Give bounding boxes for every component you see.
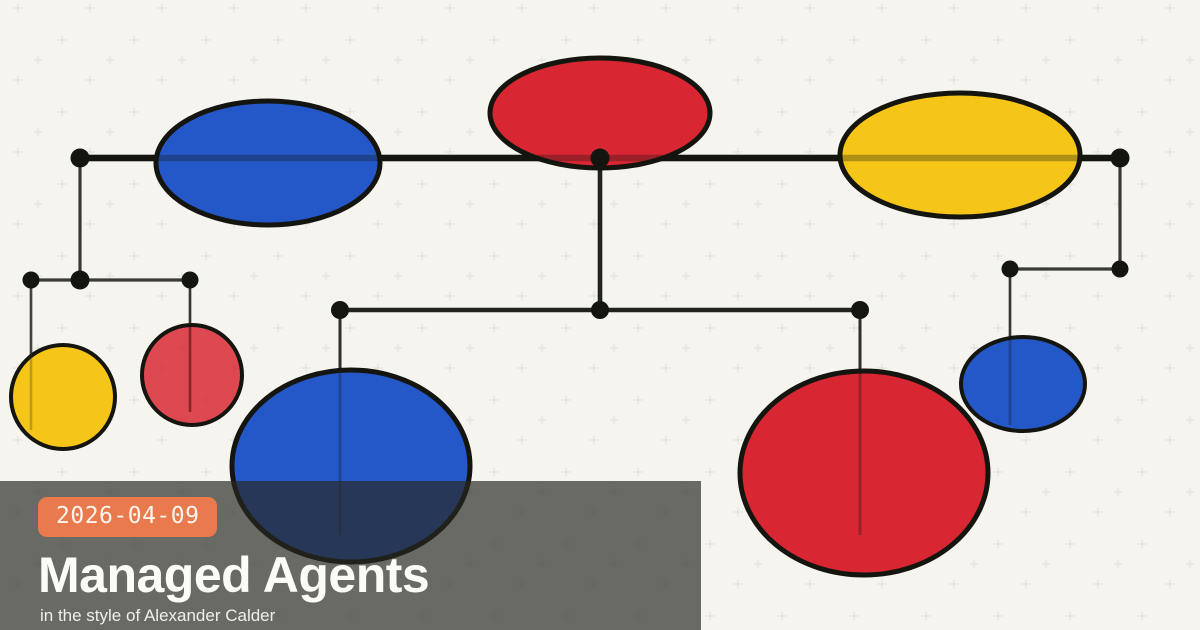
- mobile-discs: [9, 55, 1087, 578]
- mobile-nodes: [22, 148, 1130, 319]
- date-badge: 2026-04-09: [38, 497, 218, 537]
- node-main-right: [1110, 148, 1130, 168]
- page-subtitle: in the style of Alexander Calder: [40, 606, 276, 625]
- node-right-sub-right: [1111, 260, 1129, 278]
- node-left-sub-pivot: [70, 270, 90, 290]
- node-main-center: [590, 148, 610, 168]
- disc-red-top-center: [487, 55, 713, 171]
- disc-yellow-top-right: [837, 90, 1083, 220]
- node-left-sub-left: [22, 271, 40, 289]
- node-center-sub-right: [851, 301, 869, 319]
- disc-yellow-small-left: [9, 343, 117, 451]
- disc-blue-top-left: [153, 98, 383, 228]
- page-title: Managed Agents: [38, 547, 430, 603]
- node-main-left: [70, 148, 90, 168]
- disc-blue-small-right: [959, 335, 1087, 433]
- node-center-sub-pivot: [591, 301, 609, 319]
- node-center-sub-left: [331, 301, 349, 319]
- disc-red-small-left: [140, 323, 244, 427]
- node-right-sub-left: [1001, 260, 1019, 278]
- node-left-sub-right: [181, 271, 199, 289]
- disc-red-big-right: [737, 368, 991, 578]
- caption-block: 2026-04-09 Managed Agents in the style o…: [0, 481, 701, 630]
